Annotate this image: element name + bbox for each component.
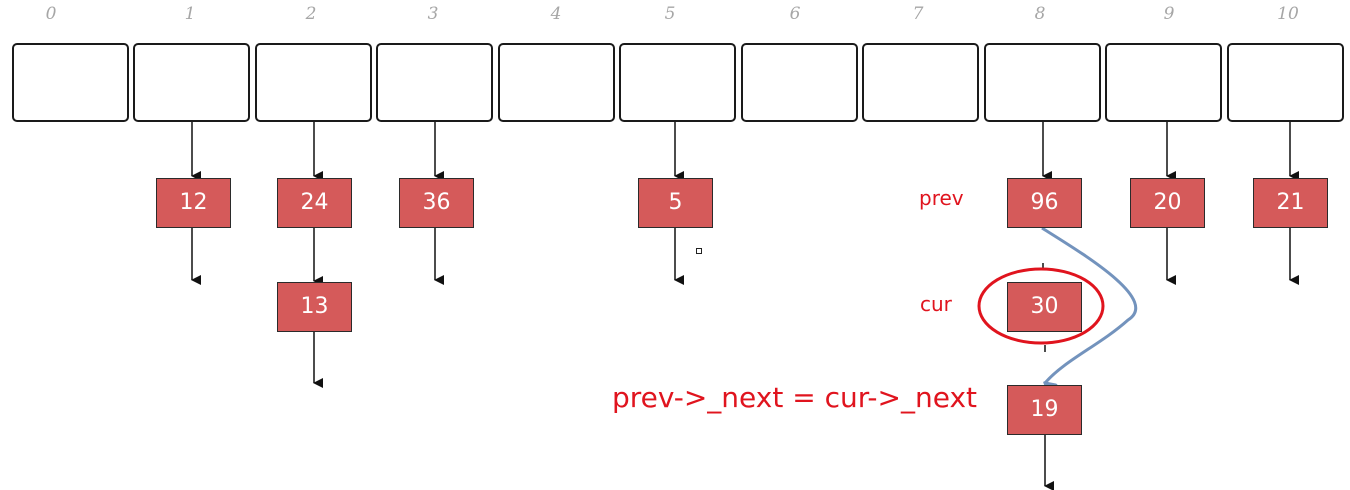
bucket-cell-4 xyxy=(498,43,615,122)
list-node-20: 20 xyxy=(1130,178,1205,228)
bucket-index-1: 1 xyxy=(184,4,196,24)
bucket-index-6: 6 xyxy=(789,4,801,24)
list-node-12: 12 xyxy=(156,178,231,228)
bucket-index-9: 9 xyxy=(1163,4,1175,24)
bucket-cell-1 xyxy=(133,43,250,122)
bucket-cell-9 xyxy=(1105,43,1222,122)
bucket-index-7: 7 xyxy=(912,4,924,24)
bucket-index-2: 2 xyxy=(305,4,317,24)
bucket-index-3: 3 xyxy=(427,4,439,24)
list-node-30-cur: 30 xyxy=(1007,282,1082,332)
bucket-cell-8 xyxy=(984,43,1101,122)
bucket-index-5: 5 xyxy=(664,4,676,24)
cur-label: cur xyxy=(920,292,952,316)
bucket-cell-0 xyxy=(12,43,129,122)
bucket-cell-7 xyxy=(862,43,979,122)
small-marker-square xyxy=(696,248,702,254)
list-node-5: 5 xyxy=(638,178,713,228)
bucket-cell-3 xyxy=(376,43,493,122)
list-node-96-prev: 96 xyxy=(1007,178,1082,228)
list-node-21: 21 xyxy=(1253,178,1328,228)
cur-highlight-ellipse xyxy=(977,267,1105,345)
bucket-cell-6 xyxy=(741,43,858,122)
bucket-index-8: 8 xyxy=(1034,4,1046,24)
relink-arrow xyxy=(1041,226,1138,383)
bucket-cell-10 xyxy=(1227,43,1344,122)
bucket-index-0: 0 xyxy=(45,4,57,24)
list-node-13: 13 xyxy=(277,282,352,332)
bucket-index-10: 10 xyxy=(1277,4,1299,24)
list-node-24: 24 xyxy=(277,178,352,228)
prev-label: prev xyxy=(919,186,964,210)
relink-code-label: prev->_next = cur->_next xyxy=(612,381,978,414)
bucket-cell-5 xyxy=(619,43,736,122)
list-node-19: 19 xyxy=(1007,385,1082,435)
bucket-index-4: 4 xyxy=(550,4,562,24)
list-node-36: 36 xyxy=(399,178,474,228)
bucket-cell-2 xyxy=(255,43,372,122)
